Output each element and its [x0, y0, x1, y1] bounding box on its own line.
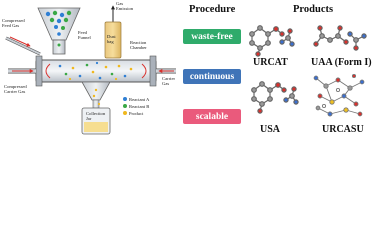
- urcasu-structure-image: [313, 73, 365, 117]
- collection-jar: [81, 81, 111, 135]
- reactor-diagram: [5, 5, 176, 135]
- label-dust-bag: Dust bag: [107, 34, 116, 44]
- legend-reactant-a: Reactant A: [129, 96, 150, 102]
- label-carrier-gas: Carrier Gas: [162, 76, 176, 86]
- procedure-badge-scalable: scalable: [183, 109, 241, 124]
- reaction-chamber: [35, 55, 157, 87]
- header-procedure: Procedure: [189, 4, 236, 15]
- feed-gas-inlet: [5, 36, 41, 56]
- urcat-structure-image: [249, 25, 295, 57]
- product-label-usa: USA: [260, 124, 281, 135]
- procedure-badge-waste-free: waste-free: [183, 29, 241, 44]
- legend-swatches: [123, 97, 127, 115]
- usa-structure-image: [251, 81, 299, 114]
- label-reaction-chamber: Reaction Chamber: [130, 40, 147, 50]
- uaa-structure-image: [313, 25, 367, 51]
- feed-funnel: [37, 7, 81, 55]
- label-compressed-carrier-gas: Compressed Carrier Gas: [4, 84, 27, 94]
- product-label-urcasu: URCASU: [322, 124, 364, 135]
- label-gas-emission: Gas Emission: [116, 1, 134, 11]
- legend-product: Product: [129, 110, 144, 116]
- product-label-uaa: UAA (Form I): [311, 57, 372, 68]
- funnel-particles: [45, 10, 72, 47]
- label-collection-jar: Collection Jar: [86, 111, 106, 121]
- procedure-badge-continuous: continuous: [183, 69, 241, 84]
- label-feed-funnel: Feed Funnel: [78, 30, 91, 40]
- product-structures: [249, 25, 367, 117]
- dust-bag: [104, 21, 122, 59]
- chamber-particles: [58, 61, 133, 81]
- legend-reactant-b: Reactant B: [129, 103, 150, 109]
- product-label-urcat: URCAT: [253, 57, 288, 68]
- label-compressed-feed-gas: Compressed Feed Gas: [2, 18, 25, 28]
- header-products: Products: [293, 4, 334, 15]
